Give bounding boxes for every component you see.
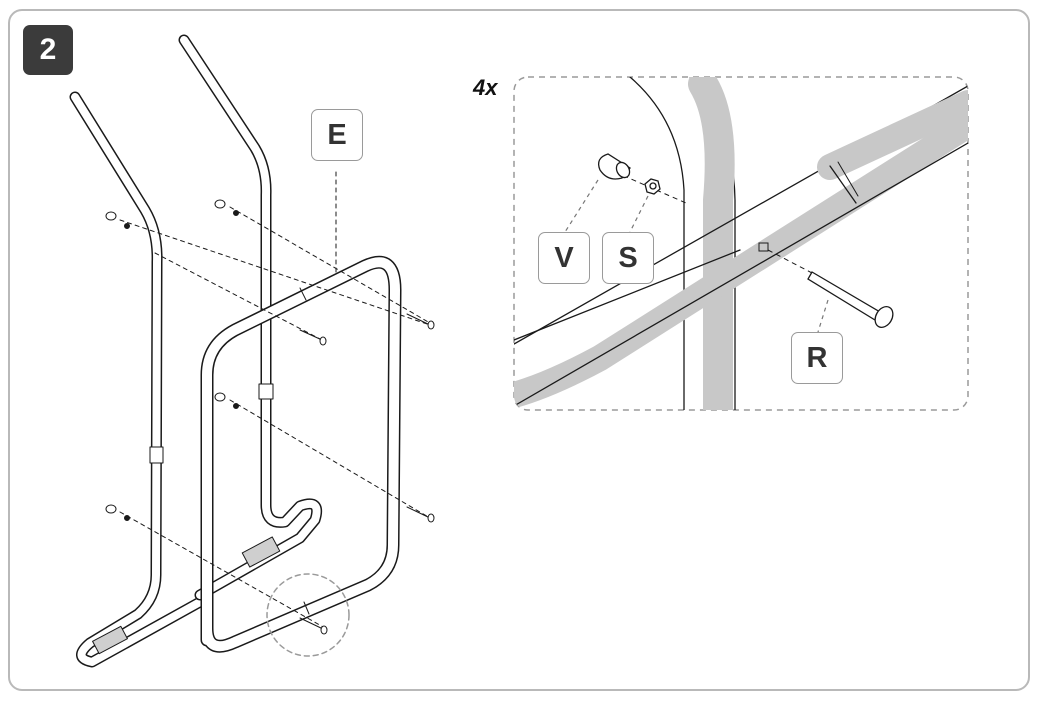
part-label-r: R	[791, 332, 843, 384]
bolts	[299, 313, 435, 635]
left-leg-tube	[69, 91, 206, 668]
part-label-s: S	[602, 232, 654, 284]
part-e-frame	[200, 255, 402, 653]
assembly-overview	[69, 34, 435, 668]
detail-callout-circle	[266, 573, 350, 657]
cap-nuts	[105, 199, 239, 521]
quantity-label: 4x	[473, 75, 498, 100]
assembly-guides	[119, 171, 431, 629]
step-number-badge: 2	[23, 25, 73, 75]
part-label-e: E	[311, 109, 363, 161]
bolt-r	[807, 271, 894, 328]
nut-s	[644, 178, 661, 195]
right-leg-tube	[178, 34, 323, 601]
diagram-frame	[8, 9, 1030, 691]
cap-nut-v	[597, 153, 631, 180]
detail-view	[513, 76, 969, 411]
part-label-v: V	[538, 232, 590, 284]
